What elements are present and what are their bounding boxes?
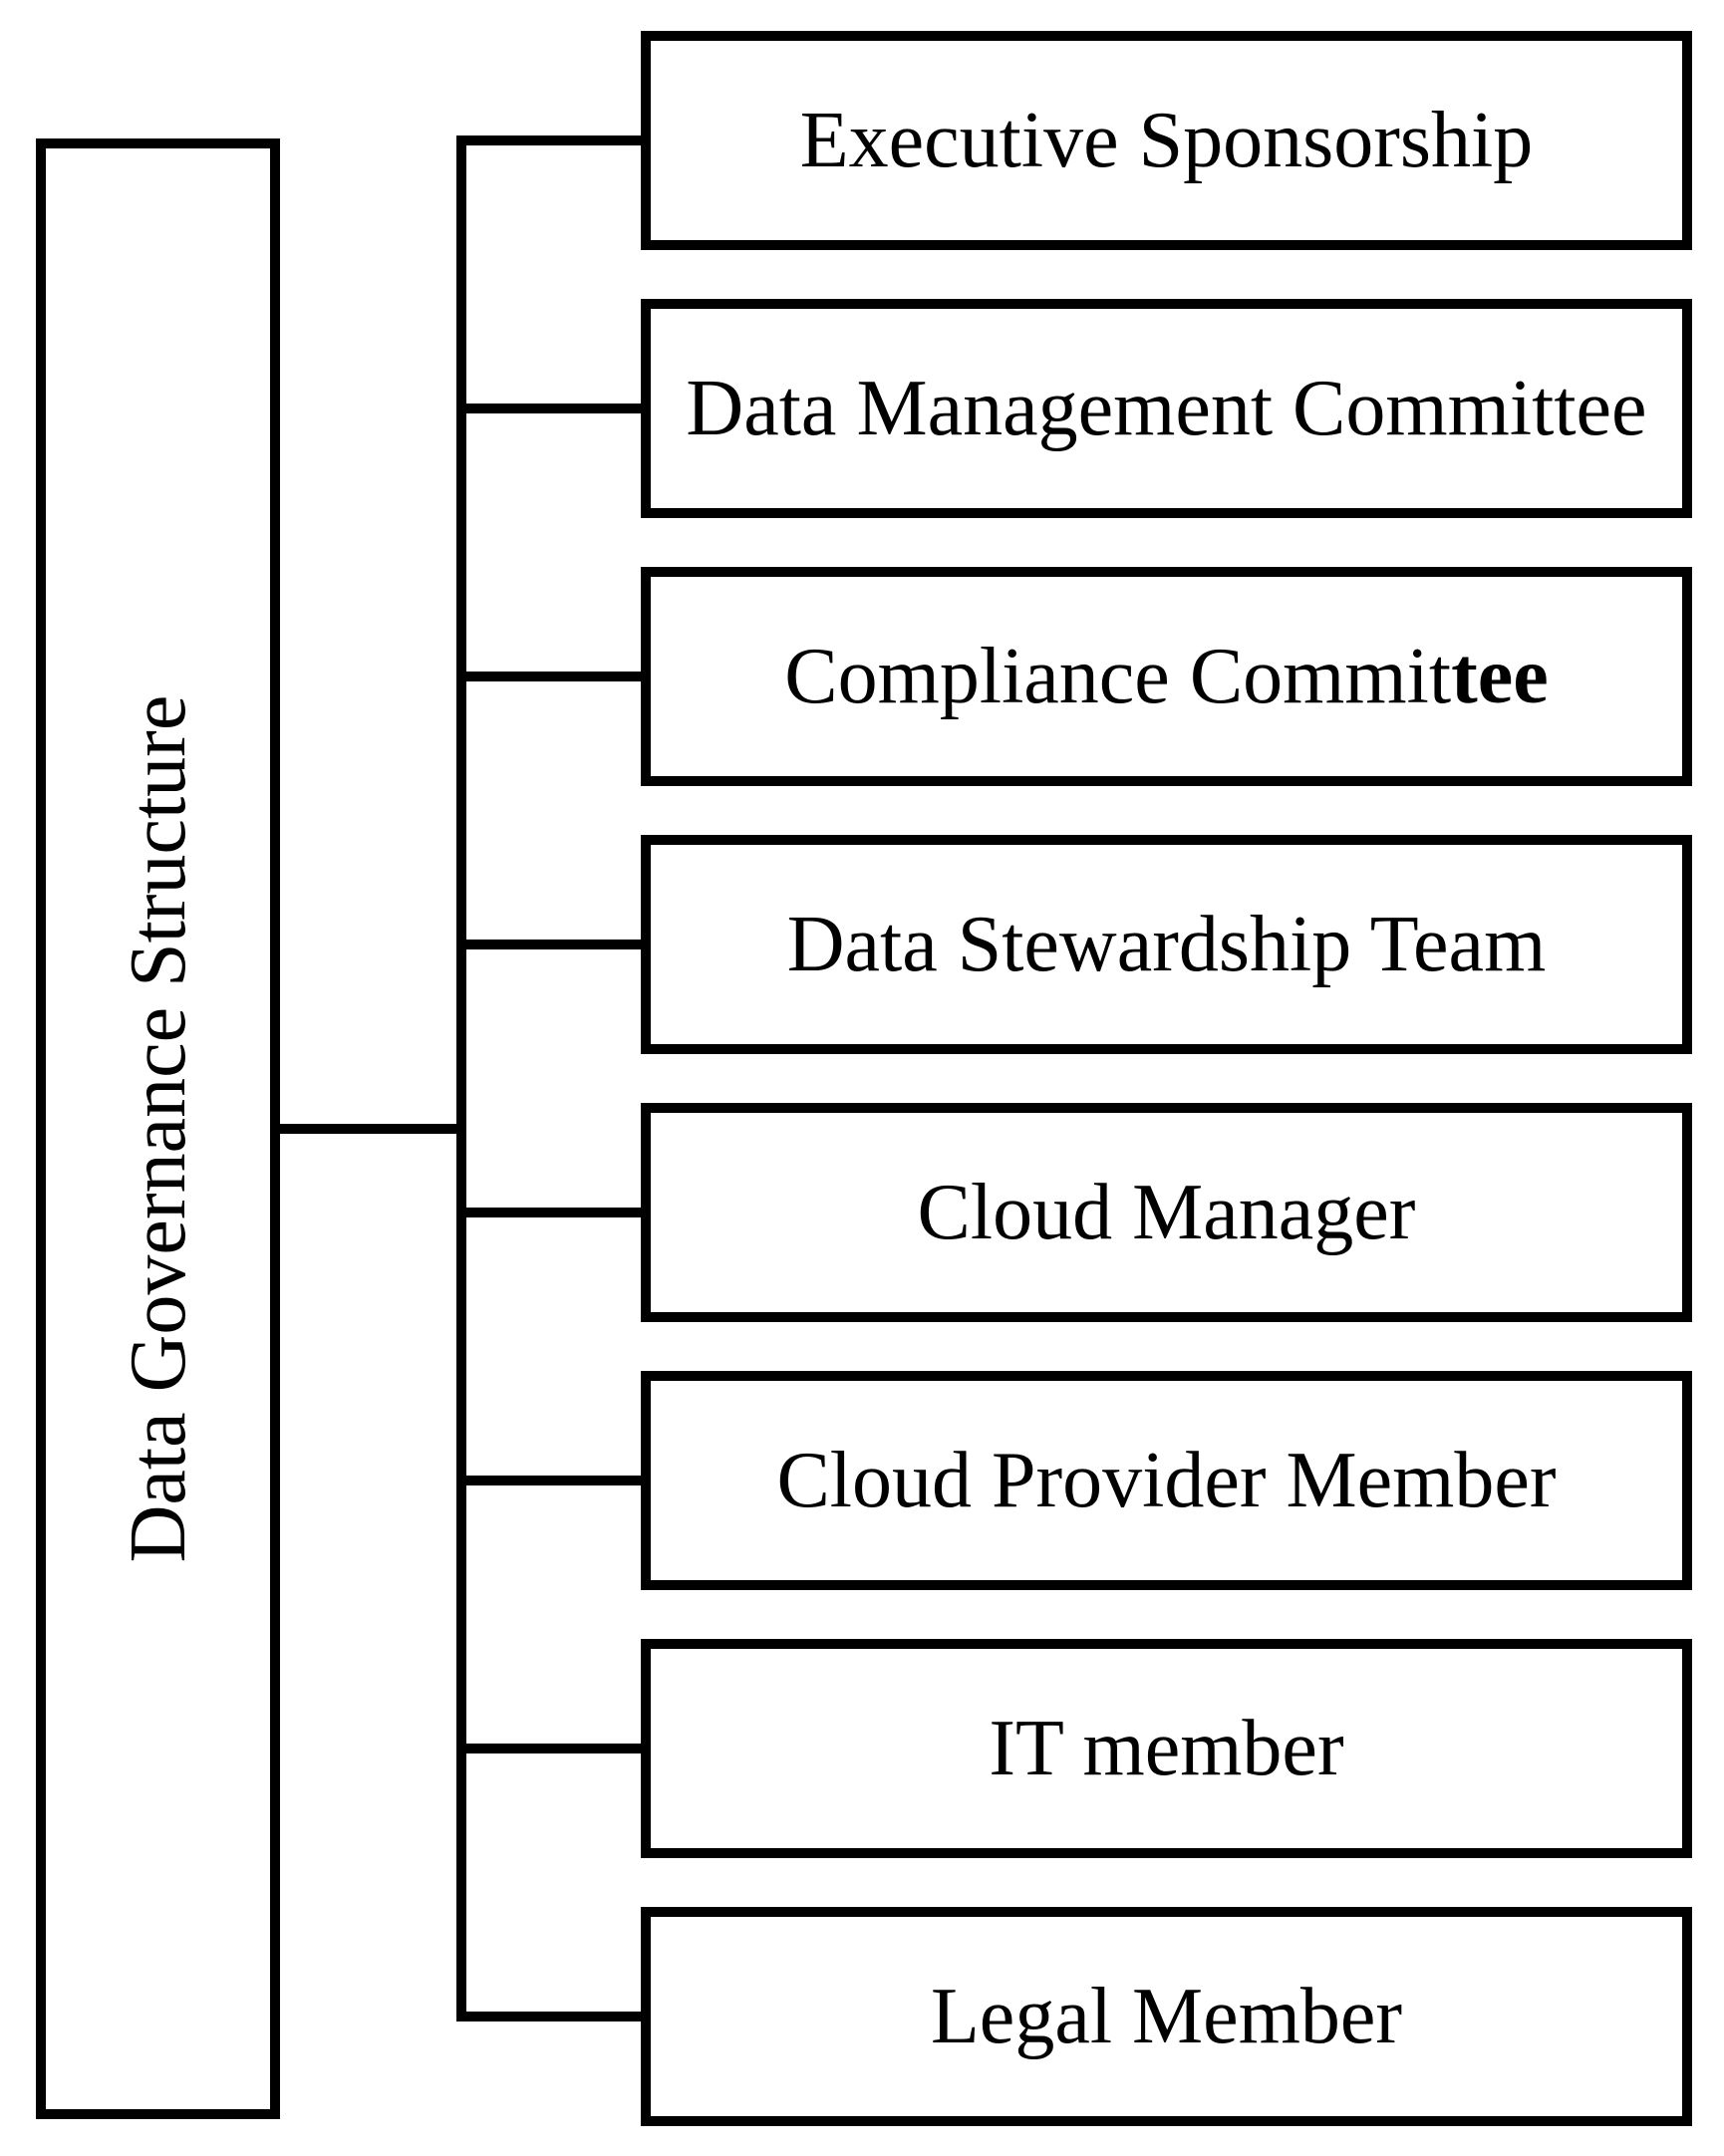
child-label: Compliance Committee (784, 637, 1548, 716)
child-box: IT member (641, 1639, 1692, 1858)
child-label: Legal Member (931, 1977, 1402, 2056)
child-box: Legal Member (641, 1907, 1692, 2126)
child-box: Data Management Committee (641, 299, 1692, 518)
child-box: Cloud Manager (641, 1103, 1692, 1322)
child-label-part: Cloud Manager (917, 1169, 1416, 1256)
child-label-part-bold: tee (1451, 633, 1549, 720)
child-label-part: Data Stewardship Team (786, 901, 1547, 988)
connector-stub (461, 2012, 646, 2021)
connector-stub (461, 1476, 646, 1485)
child-label-part: Cloud Provider Member (776, 1437, 1557, 1524)
child-label: IT member (989, 1709, 1343, 1788)
root-connector-line (273, 1124, 461, 1134)
root-box: Data Governance Structure (36, 138, 280, 2119)
child-box: Executive Sponsorship (641, 31, 1692, 250)
root-label: Data Governance Structure (114, 694, 202, 1563)
child-label-part: Data Management Committee (686, 365, 1647, 452)
child-label: Cloud Manager (918, 1173, 1416, 1252)
connector-stub (461, 404, 646, 413)
connector-stub (461, 940, 646, 949)
child-label: Cloud Provider Member (776, 1441, 1556, 1520)
child-label-part: Legal Member (930, 1973, 1403, 2060)
child-box: Cloud Provider Member (641, 1371, 1692, 1590)
connector-stub (461, 135, 646, 145)
connector-stub (461, 672, 646, 681)
child-box: Compliance Committee (641, 567, 1692, 786)
child-box: Data Stewardship Team (641, 835, 1692, 1054)
spine-line (456, 135, 466, 2021)
child-label-part: Compliance Commit (784, 633, 1452, 720)
child-label-part: IT member (989, 1705, 1344, 1792)
child-label: Data Stewardship Team (787, 905, 1547, 984)
child-label: Executive Sponsorship (800, 101, 1533, 180)
child-label-part: Executive Sponsorship (799, 97, 1534, 184)
connector-stub (461, 1744, 646, 1753)
connector-stub (461, 1208, 646, 1217)
child-label: Data Management Committee (686, 369, 1646, 448)
